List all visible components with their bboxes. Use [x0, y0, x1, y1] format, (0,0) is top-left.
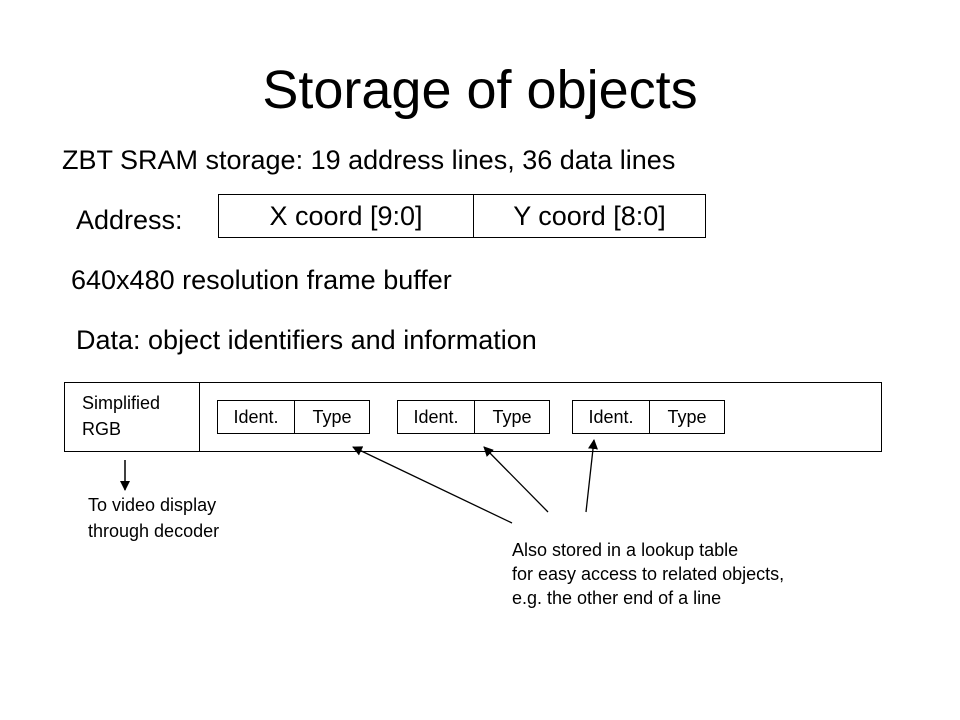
ident-type-pair: Ident. Type: [217, 400, 370, 434]
type-field: Type: [312, 406, 352, 427]
video-note: To video display through decoder: [88, 495, 220, 541]
ident-type-pair: Ident. Type: [397, 400, 550, 434]
lookup-arrow-1: [352, 446, 513, 524]
ident-type-pair: Ident. Type: [572, 400, 725, 434]
slide-title: Storage of objects: [262, 60, 698, 120]
resolution-line: 640x480 resolution frame buffer: [71, 265, 452, 295]
data-line: Data: object identifiers and information: [76, 325, 537, 355]
lookup-note: Also stored in a lookup table for easy a…: [512, 540, 785, 608]
lookup-arrow-2: [483, 446, 549, 513]
type-field: Type: [492, 406, 532, 427]
ident-field: Ident.: [218, 401, 295, 433]
lookup-arrow-3: [585, 439, 598, 513]
rgb-field-label: Simplified RGB: [82, 393, 161, 439]
ident-field: Ident.: [573, 401, 650, 433]
data-word-box: [64, 382, 882, 452]
y-coord-field: Y coord [8:0]: [513, 200, 666, 231]
address-field-box: X coord [9:0] Y coord [8:0]: [218, 194, 706, 238]
type-field: Type: [667, 406, 707, 427]
ident-field: Ident.: [398, 401, 475, 433]
rgb-divider: [199, 382, 200, 452]
x-coord-field: X coord [9:0]: [219, 195, 474, 237]
address-label: Address:: [76, 205, 183, 235]
zbt-storage-line: ZBT SRAM storage: 19 address lines, 36 d…: [62, 145, 676, 175]
